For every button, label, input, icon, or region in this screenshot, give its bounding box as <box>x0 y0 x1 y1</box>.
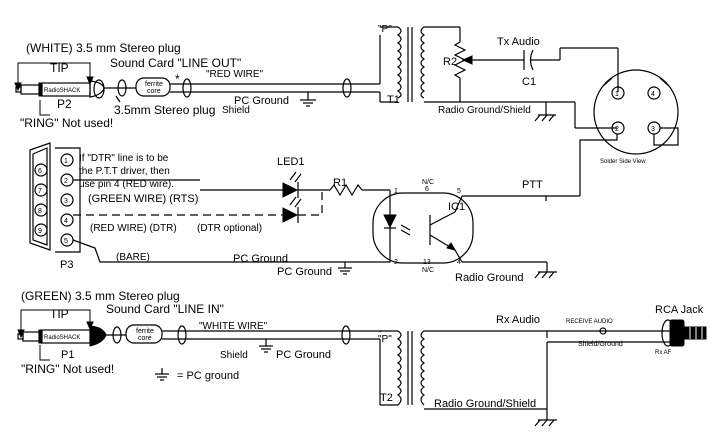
ptt-section: 6 7 8 9 1 2 3 4 5 P3 If "DTR" line is to… <box>29 134 618 284</box>
p-bottom-label: "P" <box>378 334 392 345</box>
stereo-plug-label-2: 3.5mm Stereo plug <box>114 103 215 117</box>
svg-text:5: 5 <box>64 238 68 245</box>
shield-ground-label: Shield/Ground <box>578 341 623 348</box>
potentiometer-r2 <box>453 27 520 102</box>
led1 <box>282 171 302 198</box>
white-plug-label: (WHITE) 3.5 mm Stereo plug <box>26 41 181 55</box>
led-optional <box>282 196 302 223</box>
p2-label: P2 <box>57 97 72 111</box>
r1-label: R1 <box>333 177 347 189</box>
pc-ground-mid-label: PC Ground <box>233 253 288 265</box>
dtr-note-line1: If "DTR" line is to be <box>79 153 169 164</box>
ring-not-used-top: "RING" Not used! <box>20 116 113 130</box>
radio-ground-shield-bottom-label: Radio Ground/Shield <box>434 398 536 410</box>
svg-text:2: 2 <box>64 178 68 185</box>
svg-text:3: 3 <box>651 126 655 133</box>
svg-text:8: 8 <box>38 208 42 215</box>
r2-label: R2 <box>443 56 457 68</box>
resistor-r1 <box>329 183 363 197</box>
pc-ground-top-label: PC Ground <box>234 95 289 107</box>
tip-label-top: TIP <box>50 61 69 75</box>
ferrite-core-top <box>135 77 171 97</box>
svg-text:2: 2 <box>615 126 619 133</box>
transformer-t2 <box>380 330 426 406</box>
tip-label-bottom: TIP <box>50 307 69 321</box>
pc-ground-legend-symbol <box>155 368 169 381</box>
svg-text:3: 3 <box>64 198 68 205</box>
rx-af-label: Rx AF <box>655 350 672 356</box>
rx-audio-label: Rx Audio <box>496 314 540 326</box>
rx-audio-section: (GREEN) 3.5 mm Stereo plug TIP Sound Car… <box>17 289 707 427</box>
p3-label: P3 <box>60 259 73 271</box>
optocoupler-ic1 <box>372 192 474 264</box>
dtr-optional-label: (DTR optional) <box>197 223 262 234</box>
solder-side-view-label: Solder Side View <box>600 159 646 165</box>
svg-text:N/C: N/C <box>422 267 434 274</box>
svg-text:N/C: N/C <box>422 179 434 186</box>
led1-label: LED1 <box>277 156 305 168</box>
svg-text:1: 1 <box>394 188 398 195</box>
ptt-label: PTT <box>522 179 543 191</box>
rca-jack-label: RCA Jack <box>655 304 704 316</box>
ferrite-core-bottom <box>125 324 163 344</box>
sound-card-line-out-label: Sound Card "LINE OUT" <box>110 56 241 70</box>
ring-not-used-bottom: "RING" Not used! <box>21 362 114 376</box>
transformer-t1 <box>380 26 460 103</box>
svg-text:1: 1 <box>64 158 68 165</box>
svg-text:core: core <box>147 88 161 95</box>
shield-bottom-label: Shield <box>220 350 248 361</box>
pc-ground-mid2-label: PC Ground <box>277 266 332 278</box>
pc-ground-legend-label: = PC ground <box>177 370 239 382</box>
red-wire-label: "RED WIRE" <box>206 69 264 80</box>
green-plug-label: (GREEN) 3.5 mm Stereo plug <box>21 289 180 303</box>
svg-text:9: 9 <box>38 228 42 235</box>
svg-text:ferrite: ferrite <box>136 328 154 335</box>
svg-text:5: 5 <box>457 188 461 195</box>
mic-connector-solder-side: 1 4 2 3 <box>593 69 679 155</box>
tip-bracket-top <box>17 62 91 88</box>
receive-audio-label: RECEIVE AUDIO <box>566 319 613 325</box>
plug-p1: RadioSHACK <box>17 325 107 347</box>
svg-text:ferrite: ferrite <box>145 81 163 88</box>
tx-audio-section: (WHITE) 3.5 mm Stereo plug TIP Sound Car… <box>14 24 679 165</box>
shield-top-label: Shield <box>222 105 250 116</box>
pc-ground-bottom-label: PC Ground <box>276 349 331 361</box>
dtr-note-line2: the P.T.T driver, then <box>79 166 170 177</box>
svg-text:7: 7 <box>38 188 42 195</box>
t1-label: T1 <box>387 94 400 106</box>
radio-ground-mid-label: Radio Ground <box>455 272 524 284</box>
svg-text:RadioSHACK: RadioSHACK <box>44 88 80 94</box>
db9-connector-p3: 6 7 8 9 1 2 3 4 5 P3 <box>29 142 81 271</box>
svg-text:4: 4 <box>64 218 68 225</box>
svg-text:core: core <box>138 335 152 342</box>
rca-jack <box>661 319 707 347</box>
t2-label: T2 <box>380 392 393 404</box>
dtr-note-line3: use pin 4 (RED wire). <box>79 179 174 190</box>
svg-text:RadioSHACK: RadioSHACK <box>44 335 80 341</box>
green-wire-rts-label: (GREEN WIRE) (RTS) <box>88 193 198 205</box>
svg-text:4: 4 <box>457 259 461 266</box>
white-wire-label: "WHITE WIRE" <box>199 321 268 332</box>
sound-card-line-in-label: Sound Card "LINE IN" <box>106 302 224 316</box>
red-wire-dtr-label: (RED WIRE) (DTR) <box>90 223 177 234</box>
p1-label: P1 <box>61 349 74 361</box>
svg-text:6: 6 <box>425 186 429 193</box>
c1-label: C1 <box>522 76 536 88</box>
tx-audio-label: Tx Audio <box>497 36 540 48</box>
svg-text:1: 1 <box>615 91 619 98</box>
star-mark: * <box>175 72 180 86</box>
svg-text:6: 6 <box>38 168 42 175</box>
p-top-label: "P" <box>378 24 392 35</box>
plug-p2: RadioSHACK <box>15 79 105 99</box>
radio-ground-shield-top-label: Radio Ground/Shield <box>438 105 531 116</box>
bare-label: (BARE) <box>116 252 150 263</box>
svg-text:4: 4 <box>651 91 655 98</box>
